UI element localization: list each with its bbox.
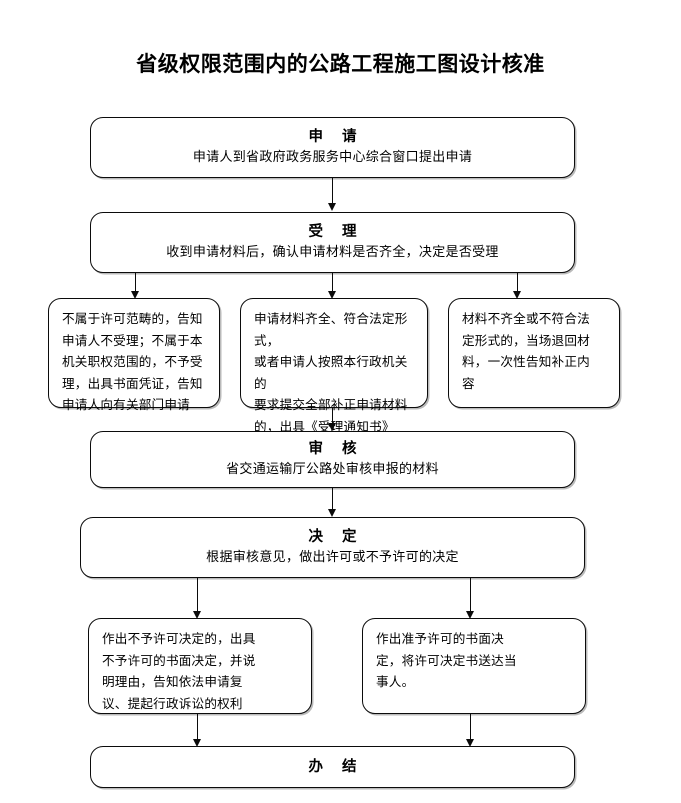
node-branch1-line: 申请人向有关部门申请 xyxy=(62,397,190,412)
edge-accept-branch2 xyxy=(332,273,334,294)
edge-branch2-review-arrow xyxy=(328,423,336,431)
node-branch3-line: 料，一次性告知补正内 xyxy=(462,354,590,369)
node-branch1: 不属于许可范畴的，告知 申请人不受理；不属于本 机关职权范围的，不予受 理，出具… xyxy=(48,298,220,412)
edge-grant-finish-arrow xyxy=(466,739,474,747)
edge-accept-branch3-arrow xyxy=(513,291,521,299)
node-decide: 决 定 根据审核意见，做出许可或不予许可的决定 xyxy=(80,517,585,578)
node-grant: 作出准予许可的书面决 定，将许可决定书送达当 事人。 xyxy=(362,618,586,714)
edge-deny-finish-arrow xyxy=(193,739,201,747)
edge-accept-branch1-arrow xyxy=(131,291,139,299)
node-finish-heading: 办 结 xyxy=(308,758,364,775)
node-accept-body: 收到申请材料后，确认申请材料是否齐全，决定是否受理 xyxy=(166,245,499,260)
node-branch3-line: 容 xyxy=(462,375,475,391)
edge-apply-accept-arrow xyxy=(328,203,336,211)
node-branch3-line: 定形式的，当场退回材 xyxy=(462,332,590,348)
page-title: 省级权限范围内的公路工程施工图设计核准 xyxy=(136,51,545,76)
edge-grant-finish xyxy=(470,714,472,742)
edge-accept-branch1 xyxy=(135,273,137,294)
edge-decide-grant xyxy=(470,578,472,614)
node-deny: 作出不予许可决定的，出具 不予许可的书面决定，并说 明理由，告知依法申请复 议、… xyxy=(88,618,312,714)
node-branch1-line: 理，出具书面凭证，告知 xyxy=(62,375,203,391)
node-branch3-line: 材料不齐全或不符合法 xyxy=(462,311,590,326)
edge-decide-deny xyxy=(197,578,199,614)
node-grant-text: 作出准予许可的书面决 定，将许可决定书送达当 事人。 xyxy=(363,628,585,693)
edge-branch2-review xyxy=(332,408,334,426)
node-deny-line: 议、提起行政诉讼的权利 xyxy=(102,695,243,711)
edge-decide-deny-arrow xyxy=(193,611,201,619)
node-review: 审 核 省交通运输厅公路处审核申报的材料 xyxy=(90,431,575,488)
node-branch1-line: 机关职权范围的，不予受 xyxy=(62,354,203,369)
edge-review-decide xyxy=(332,488,334,511)
node-apply-heading: 申 请 xyxy=(308,128,364,145)
node-deny-line: 不予许可的书面决定，并说 xyxy=(102,652,256,668)
node-grant-line: 作出准予许可的书面决 xyxy=(376,631,504,646)
node-branch2: 申请材料齐全、符合法定形式， 或者申请人按照本行政机关的 要求提交全部补正申请材… xyxy=(240,298,428,434)
node-branch2-line: 的，出具《受理通知书》 xyxy=(254,418,395,434)
node-grant-line: 定，将许可决定书送达当 xyxy=(376,652,517,668)
node-branch1-line: 不属于许可范畴的，告知 xyxy=(62,311,203,326)
edge-apply-accept xyxy=(332,178,334,205)
node-branch2-line: 要求提交全部补正申请材料 xyxy=(254,397,408,412)
node-decide-body: 根据审核意见，做出许可或不予许可的决定 xyxy=(206,550,459,565)
node-deny-line: 明理由，告知依法申请复 xyxy=(102,674,243,689)
edge-review-decide-arrow xyxy=(328,509,336,517)
node-accept: 受 理 收到申请材料后，确认申请材料是否齐全，决定是否受理 xyxy=(90,212,575,273)
node-branch2-line: 申请材料齐全、符合法定形式， xyxy=(254,311,408,348)
node-branch1-text: 不属于许可范畴的，告知 申请人不受理；不属于本 机关职权范围的，不予受 理，出具… xyxy=(49,308,219,416)
edge-decide-grant-arrow xyxy=(466,611,474,619)
node-branch2-line: 或者申请人按照本行政机关的 xyxy=(254,354,408,391)
node-branch1-line: 申请人不受理；不属于本 xyxy=(62,332,203,348)
node-apply: 申 请 申请人到省政府政务服务中心综合窗口提出申请 xyxy=(90,117,575,178)
node-finish: 办 结 xyxy=(90,746,575,788)
node-apply-body: 申请人到省政府政务服务中心综合窗口提出申请 xyxy=(192,150,473,165)
node-branch2-text: 申请材料齐全、符合法定形式， 或者申请人按照本行政机关的 要求提交全部补正申请材… xyxy=(241,308,427,437)
node-branch3: 材料不齐全或不符合法 定形式的，当场退回材 料，一次性告知补正内 容 xyxy=(448,298,620,408)
edge-accept-branch3 xyxy=(517,273,519,294)
node-grant-line: 事人。 xyxy=(376,674,415,689)
node-branch3-text: 材料不齐全或不符合法 定形式的，当场退回材 料，一次性告知补正内 容 xyxy=(449,308,619,394)
node-decide-heading: 决 定 xyxy=(308,528,364,545)
edge-deny-finish xyxy=(197,714,199,742)
edge-accept-branch2-arrow xyxy=(328,291,336,299)
node-accept-heading: 受 理 xyxy=(308,223,364,240)
node-review-body: 省交通运输厅公路处审核申报的材料 xyxy=(226,462,439,477)
node-deny-text: 作出不予许可决定的，出具 不予许可的书面决定，并说 明理由，告知依法申请复 议、… xyxy=(89,628,311,714)
node-deny-line: 作出不予许可决定的，出具 xyxy=(102,631,256,646)
node-review-heading: 审 核 xyxy=(308,440,364,457)
